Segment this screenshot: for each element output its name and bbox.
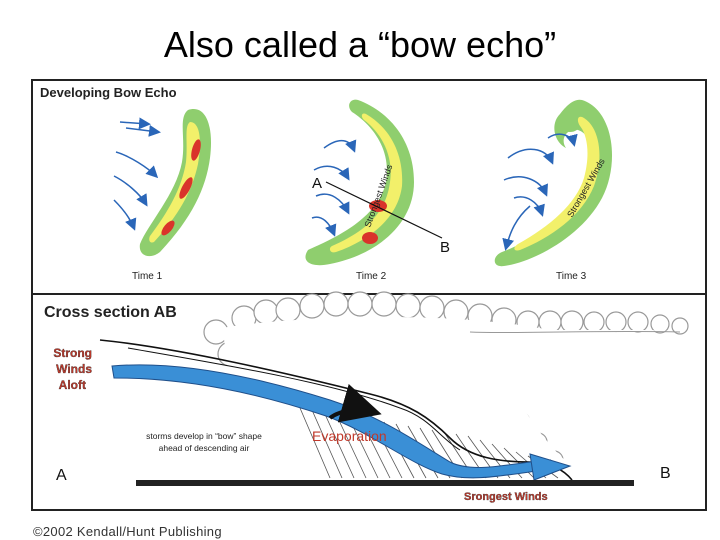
bow-shape-note-line-1: storms develop in “bow” shape bbox=[146, 431, 262, 441]
wind-arrows-time-2 bbox=[311, 139, 357, 237]
evaporation-label: Evaporation bbox=[312, 428, 387, 444]
descending-flow-arrowhead bbox=[529, 453, 572, 481]
bow-echo-figure: Developing Bow Echo Time 1 Strongest Win… bbox=[30, 78, 708, 514]
surface-winds-label: Srongest Winds bbox=[464, 491, 548, 503]
anvil-edge bbox=[469, 330, 681, 334]
top-point-b: B bbox=[440, 239, 450, 256]
bottom-point-a: A bbox=[56, 467, 67, 484]
ground-surface bbox=[136, 480, 634, 486]
echo-time-3 bbox=[494, 99, 613, 267]
top-point-a: A bbox=[312, 175, 322, 192]
storm-cloud-body bbox=[222, 316, 670, 478]
bottom-point-b: B bbox=[660, 465, 671, 482]
bow-shape-note-line-2: ahead of descending air bbox=[159, 443, 250, 453]
strong-winds-aloft-line-2: Winds bbox=[56, 362, 92, 376]
wind-arrows-time-3 bbox=[502, 133, 578, 251]
echo-time-1 bbox=[139, 109, 212, 257]
time-1-label: Time 1 bbox=[132, 271, 163, 282]
section-line-ab bbox=[325, 181, 443, 239]
wind-arrows-time-1 bbox=[113, 117, 161, 231]
slide-title: Also called a “bow echo” bbox=[163, 24, 557, 65]
strong-winds-aloft-label: Strong Winds Aloft bbox=[53, 346, 92, 392]
evaporation-arrow bbox=[328, 383, 382, 423]
bottom-panel-title: Cross section AB bbox=[44, 304, 177, 321]
bow-shape-note: storms develop in “bow” shape ahead of d… bbox=[146, 431, 262, 453]
top-panel-title: Developing Bow Echo bbox=[40, 85, 177, 100]
time-2-label: Time 2 bbox=[356, 271, 387, 282]
strong-winds-aloft-line-3: Aloft bbox=[59, 378, 86, 392]
copyright-credit: ©2002 Kendall/Hunt Publishing bbox=[33, 524, 222, 539]
time-3-label: Time 3 bbox=[556, 271, 587, 282]
strong-winds-aloft-line-1: Strong bbox=[53, 346, 92, 360]
